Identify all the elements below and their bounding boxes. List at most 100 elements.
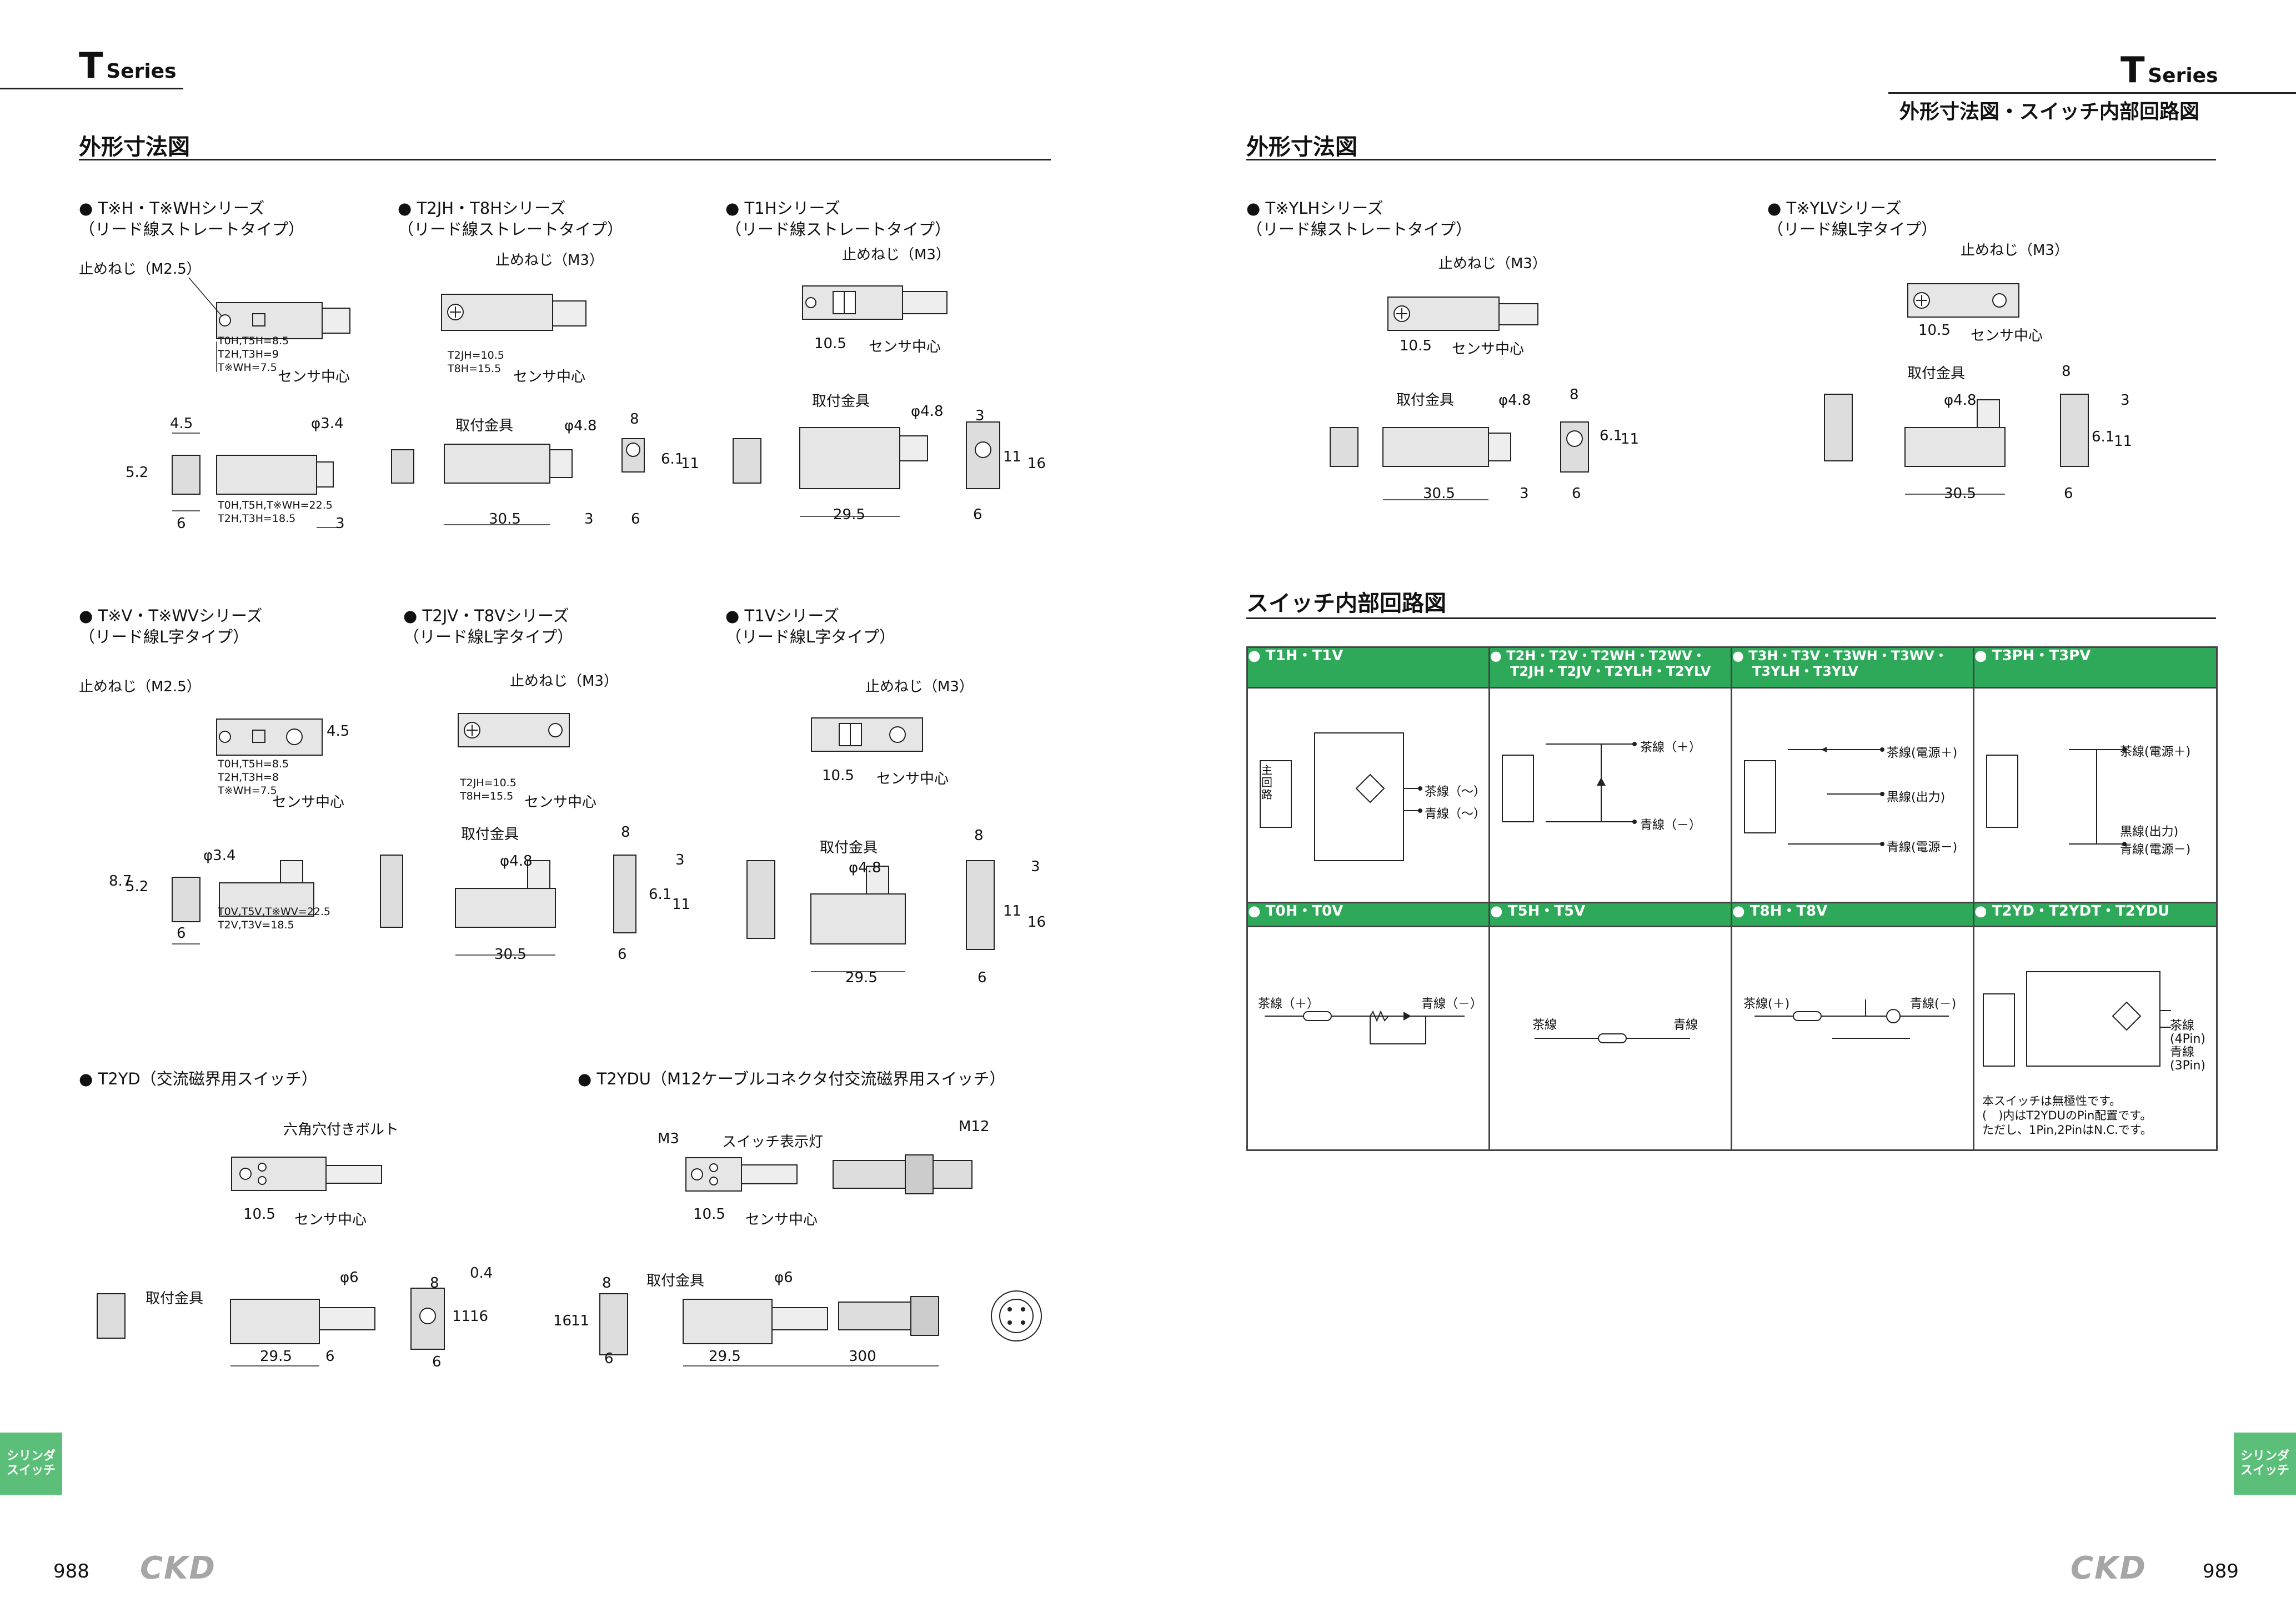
dim-th-34: φ3.4	[311, 415, 344, 432]
circuit-header-t2yd: ● T2YD・T2YDT・T2YDU	[1973, 902, 2218, 927]
drawing-t2jh-top	[441, 294, 586, 331]
drawing-t2ydu-top	[685, 1154, 972, 1194]
dim-t2yd-11: 11	[452, 1308, 471, 1325]
screw-label-tylh: 止めねじ（M3）	[1438, 255, 1547, 272]
drawing-th-top	[188, 277, 350, 372]
bracket-label-tylv: 取付金具	[1907, 365, 1966, 382]
dim-tylh-6: 6	[1572, 485, 1581, 502]
circuit-header-t2h: ● T2H・T2V・T2WH・T2WV・T2JH・T2JV・T2YLH・T2YL…	[1488, 646, 1732, 689]
sensor-center-t1v: センサ中心	[876, 771, 949, 787]
drawing-tylh-side	[1330, 421, 1589, 500]
t8h-brown-label: 茶線(＋)	[1743, 997, 1790, 1011]
circuit-cell-t8h: 茶線(＋) 青線(－)	[1731, 926, 1974, 1151]
dim-tv-45: 4.5	[327, 723, 350, 740]
screw-label-tv: 止めねじ（M2.5）	[79, 679, 201, 695]
dim-t1h-295: 29.5	[833, 506, 865, 523]
dim-tylh-61: 6.1	[1600, 428, 1623, 444]
figure-title-tylh: ● T※YLHシリーズ （リード線ストレートタイプ）	[1246, 199, 1472, 239]
side-tab-right[interactable]: シリンダ スイッチ	[2234, 1433, 2296, 1495]
length-note-th: T0H,T5H,T※WH=22.5 T2H,T3H=18.5	[218, 499, 333, 525]
dim-t2ydu-295: 29.5	[709, 1348, 741, 1365]
brand-logo-right: CKD	[2071, 1550, 2147, 1586]
dim-t2jh-3: 3	[584, 511, 594, 527]
t2yd-brown-label: 茶線 (4Pin) 青線 (3Pin)	[2170, 1019, 2206, 1073]
bracket-label-t2jh: 取付金具	[455, 418, 514, 434]
screw-label-t2jh: 止めねじ（M3）	[495, 252, 604, 269]
circuit-header-t5h: ● T5H・T5V	[1488, 902, 1732, 927]
t0h-brown-label: 茶線（＋）	[1258, 997, 1320, 1011]
circuit-t1h	[1260, 732, 1422, 861]
length-table-t2jv: T2JH=10.5 T8H=15.5	[460, 777, 517, 802]
bracket-label-t2jv: 取付金具	[461, 826, 519, 843]
dim-t2ydu-8: 8	[602, 1275, 611, 1292]
dim-t2jv-8: 8	[621, 824, 630, 841]
dim-t1h-6: 6	[973, 506, 982, 523]
t3ph-black-label: 黒線(出力)	[2120, 825, 2179, 839]
circuit-header-t8h: ● T8H・T8V	[1731, 902, 1974, 927]
section-rule-left	[79, 159, 1051, 160]
dim-tv-87: 8.7	[109, 873, 132, 890]
brand-logo-left: CKD	[140, 1550, 216, 1586]
figure-title-t2yd: ● T2YD（交流磁界用スイッチ）	[79, 1069, 318, 1088]
dim-t1v-3: 3	[1031, 858, 1040, 875]
dim-t1h-3: 3	[975, 408, 985, 424]
circuit-cell-t0h: 茶線（＋） 青線（－）	[1246, 926, 1490, 1151]
m12-label-t2ydu: M12	[959, 1118, 990, 1135]
dim-t2ydu-16: 16	[553, 1313, 572, 1329]
t1h-blue-label: 青線（～）	[1425, 807, 1486, 821]
side-tab-left[interactable]: シリンダ スイッチ	[0, 1433, 62, 1495]
dim-t1v-48: φ4.8	[849, 860, 881, 876]
figure-title-tv: ● T※V・T※WVシリーズ （リード線L字タイプ）	[79, 606, 263, 646]
section-title-outline-left: 外形寸法図	[79, 134, 190, 160]
drawing-tv-top	[216, 718, 323, 756]
length-table-th: T0H,T5H=8.5 T2H,T3H=9 T※WH=7.5	[218, 335, 289, 374]
figure-title-t2jv: ● T2JV・T8Vシリーズ （リード線L字タイプ）	[403, 606, 574, 646]
t1h-brown-label: 茶線（～）	[1425, 785, 1486, 799]
dim-t2yd-6a: 6	[325, 1348, 335, 1365]
screw-label-t1h: 止めねじ（M3）	[842, 247, 950, 263]
figure-title-t2ydu: ● T2YDU（M12ケーブルコネクタ付交流磁界用スイッチ）	[578, 1069, 1006, 1088]
figure-title-th: ● T※H・T※WHシリーズ （リード線ストレートタイプ）	[79, 199, 305, 239]
dim-t1h-105: 10.5	[814, 335, 846, 352]
dim-t2yd-04: 0.4	[470, 1265, 493, 1282]
dim-t2jv-61: 6.1	[649, 886, 672, 903]
dim-tylv-61: 6.1	[2092, 429, 2115, 445]
sensor-center-t2yd: センサ中心	[294, 1212, 367, 1228]
header-rule-left	[0, 88, 183, 89]
drawing-th-side	[172, 433, 339, 528]
circuit-t5h	[1535, 1033, 1690, 1043]
dim-t2jv-3: 3	[675, 852, 685, 868]
dim-tv-6: 6	[177, 925, 186, 942]
series-heading-left: T Series	[79, 46, 177, 87]
sensor-center-tylh: センサ中心	[1452, 341, 1525, 358]
bracket-label-t2ydu: 取付金具	[646, 1273, 705, 1289]
dim-th-45: 4.5	[170, 415, 193, 432]
circuit-t2yd	[1983, 971, 2171, 1067]
circuit-cell-t2yd: 茶線 (4Pin) 青線 (3Pin) 本スイッチは無極性です。 ( )内はT2…	[1973, 926, 2218, 1151]
dim-t2jv-6: 6	[618, 946, 627, 963]
header-rule-right	[1888, 92, 2296, 94]
t5h-blue-label: 青線	[1673, 1018, 1698, 1032]
dim-t2yd-6phi: φ6	[340, 1269, 359, 1286]
t3ph-brown-label: 茶線(電源＋)	[2120, 745, 2191, 759]
dim-tylv-48: φ4.8	[1944, 392, 1977, 409]
circuit-cell-t2h: 茶線（＋） 青線（－）	[1488, 687, 1732, 903]
dim-tylh-3: 3	[1520, 485, 1529, 502]
t3h-blue-label: 青線(電源－)	[1887, 841, 1958, 855]
dim-t2jh-305: 30.5	[489, 511, 521, 527]
dim-tylv-11: 11	[2114, 433, 2133, 450]
drawing-t1v-side	[746, 860, 995, 972]
section-title-circuit: スイッチ内部回路図	[1246, 591, 1446, 616]
drawing-t2yd-top	[231, 1157, 382, 1191]
sensor-center-t2jv: センサ中心	[524, 794, 597, 811]
sensor-center-t2ydu: センサ中心	[745, 1212, 818, 1228]
header-subtitle-right: 外形寸法図・スイッチ内部回路図	[1899, 101, 2200, 123]
series-heading-right: T Series	[2120, 50, 2218, 91]
section-rule-right	[1246, 159, 2216, 160]
dim-t2jh-6: 6	[631, 511, 640, 527]
circuit-table: ● T1H・T1V ● T2H・T2V・T2WH・T2WV・T2JH・T2JV・…	[1246, 646, 2218, 1151]
circuit-t3h	[1744, 747, 1884, 846]
dim-tylh-8: 8	[1570, 386, 1579, 403]
dim-t2yd-16: 16	[470, 1308, 489, 1325]
t3ph-blue-label: 青線(電源－)	[2120, 843, 2191, 857]
